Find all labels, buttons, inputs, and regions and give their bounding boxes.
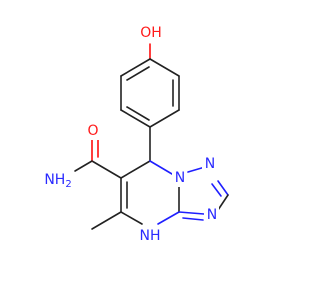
carbonyl-oxygen-group: O: [86, 122, 100, 140]
carbonyl-oxygen-label: O: [87, 123, 98, 139]
bond-n-ch: [217, 180, 229, 196]
bond-c6-carbonyl: [91, 160, 122, 179]
bond-n-c3a-inner: [182, 217, 204, 221]
bond-phenyl-top-left-inner: [126, 66, 150, 81]
bond-n-ch-inner: [211, 183, 222, 197]
bond-c5-n4: [120, 211, 143, 225]
bond-n-c7: [149, 160, 173, 175]
bond-c5-methyl: [91, 211, 122, 230]
bond-phenyl-bottom-right: [149, 109, 180, 128]
triazole-nitrogen-top-group: N: [202, 156, 217, 174]
triazole-nitrogen-bottom-group: N: [204, 207, 219, 225]
ring-nh-group: NH: [138, 226, 162, 246]
bond-phenyl-bottom-left: [120, 109, 151, 128]
bond-carbonyl-n: [74, 160, 93, 172]
bond-n-c3a: [178, 211, 205, 215]
bond-n4-c3a: [157, 211, 180, 225]
bond-phenyl-top-right: [149, 58, 180, 77]
bond-c7-c6: [120, 160, 151, 179]
triazole-nitrogen-bottom-label: N: [207, 207, 217, 223]
hydroxyl-label: OH: [140, 25, 162, 41]
atom-labels: OH O NH2 N N N NH: [44, 24, 219, 246]
hydroxyl-group: OH: [140, 24, 162, 42]
triazole-nitrogen-top-label: N: [205, 156, 215, 172]
bonds: [74, 43, 229, 230]
bond-phenyl-top-left: [120, 58, 151, 77]
ring-nh-label: NH: [140, 228, 161, 244]
bond-phenyl-bottom-left-inner: [126, 106, 150, 121]
amide-nitrogen-label: NH2: [44, 172, 71, 190]
bridgehead-nitrogen-group: N: [172, 169, 187, 187]
molecule-structure-diagram: OH O NH2 N N N NH: [44, 24, 229, 246]
amide-nitrogen-group: NH2: [44, 170, 74, 190]
bridgehead-nitrogen-label: N: [175, 170, 185, 186]
bond-ch-n: [217, 194, 229, 211]
